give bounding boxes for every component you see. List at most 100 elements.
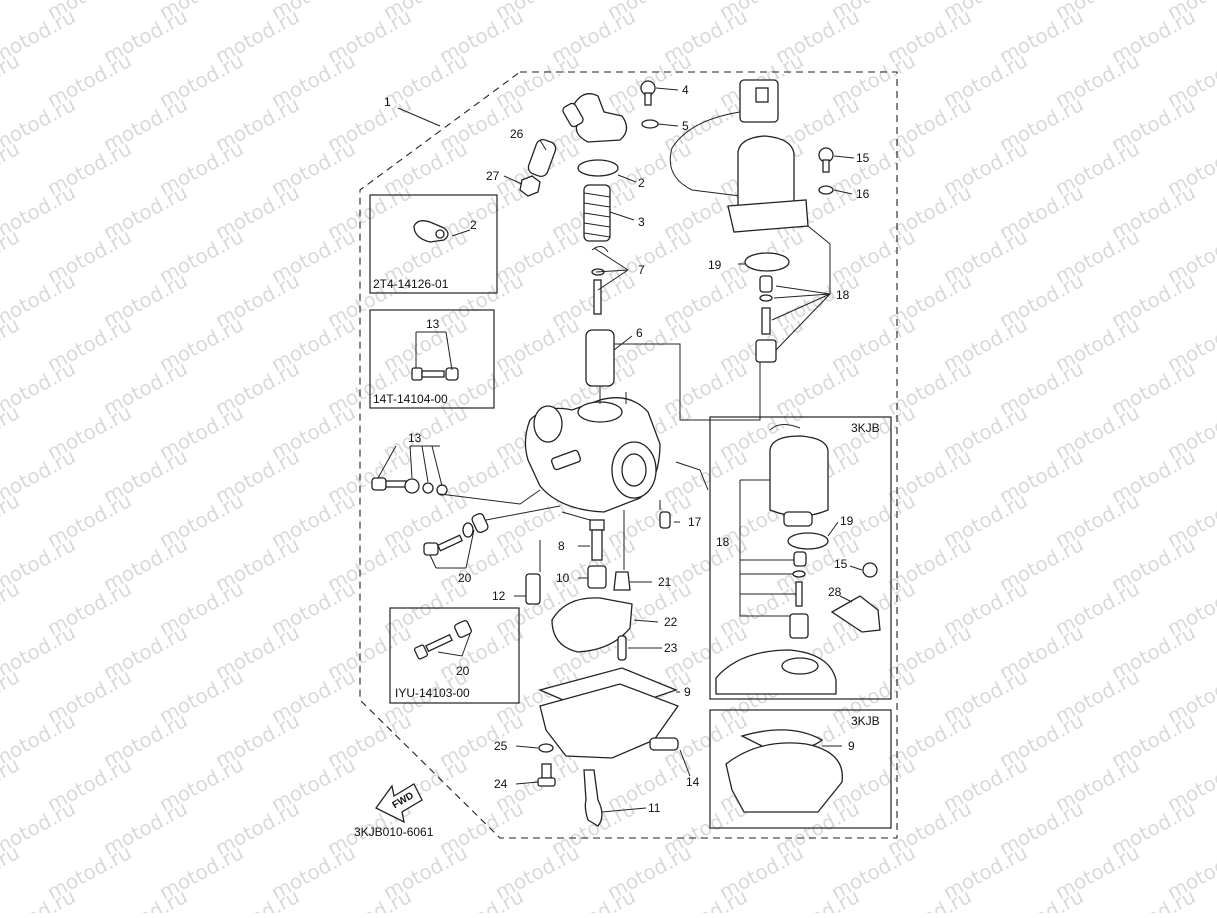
inset-box-starter-3kjb bbox=[709, 416, 892, 700]
inset-caption-pilot-screw: 14T-14104-00 bbox=[373, 392, 448, 406]
pilot-screw-13-part bbox=[371, 477, 448, 496]
pilot-jet-12-part bbox=[525, 573, 541, 605]
inset-caption-starter: 3KJB bbox=[851, 421, 880, 435]
part-label-17: 17 bbox=[688, 515, 702, 529]
watermark-text: motod.ru bbox=[659, 884, 751, 913]
screw-17-part bbox=[659, 511, 671, 529]
watermark-text: motod.ru bbox=[0, 664, 23, 728]
part-label-19: 19 bbox=[708, 258, 722, 272]
watermark-text: motod.ru bbox=[995, 884, 1087, 913]
carburetor-body-part bbox=[524, 397, 661, 513]
part-label-20-inset: 20 bbox=[456, 664, 470, 678]
screw-15-part bbox=[818, 147, 834, 173]
washer-16-part bbox=[818, 185, 834, 195]
watermark-text: motod.ru bbox=[0, 312, 23, 376]
inset-box-pilot-screw bbox=[369, 309, 495, 409]
drawing-code: 3KJB010-6061 bbox=[354, 825, 434, 839]
part-label-3: 3 bbox=[638, 215, 645, 229]
part-label-23: 23 bbox=[664, 641, 678, 655]
plunger-18-part bbox=[755, 275, 777, 363]
fitting-14-part bbox=[649, 737, 679, 751]
throttle-valve-6-part bbox=[585, 329, 615, 387]
part-label-16: 16 bbox=[856, 187, 870, 201]
part-label-5: 5 bbox=[682, 119, 689, 133]
jet-needle-7-part bbox=[591, 246, 609, 315]
starter-plunger-part bbox=[669, 79, 809, 233]
part-label-11: 11 bbox=[648, 801, 661, 815]
part-label-15: 15 bbox=[856, 151, 870, 165]
part-label-20: 20 bbox=[458, 571, 472, 585]
leader-lines bbox=[377, 87, 863, 813]
watermark-text: motod.ru bbox=[435, 884, 527, 913]
watermark-text: motod.ru bbox=[0, 48, 23, 112]
assembly-boundary bbox=[359, 71, 898, 839]
watermark-text: motod.ru bbox=[99, 884, 191, 913]
part-label-2-inset: 2 bbox=[470, 218, 477, 232]
inset-caption-gasket: 2T4-14126-01 bbox=[373, 277, 449, 291]
watermark-text: motod.ru bbox=[0, 224, 23, 288]
idle-screw-20-part bbox=[423, 512, 489, 556]
part-label-24: 24 bbox=[494, 777, 508, 791]
part-label-14: 14 bbox=[686, 775, 700, 789]
watermark-text: motod.ru bbox=[771, 884, 863, 913]
washer-25-part bbox=[538, 743, 554, 753]
watermark-text: motod.ru bbox=[0, 488, 23, 552]
watermark-text: motod.ru bbox=[0, 400, 23, 464]
screw-4-part bbox=[640, 80, 656, 106]
part-label-9-inset: 9 bbox=[848, 739, 855, 753]
watermark-text: motod.ru bbox=[0, 136, 23, 200]
float-bowl-3kjb-part bbox=[725, 729, 843, 813]
part-label-21: 21 bbox=[658, 575, 672, 589]
watermark-text: motod.ru bbox=[0, 576, 23, 640]
watermark-text: motod.ru bbox=[0, 840, 23, 904]
part-label-27: 27 bbox=[486, 169, 500, 183]
part-label-2: 2 bbox=[638, 176, 645, 190]
part-label-9: 9 bbox=[684, 685, 691, 699]
watermark-text: motod.ru bbox=[883, 884, 975, 913]
fwd-arrow-icon: FWD bbox=[375, 783, 423, 824]
part-label-12: 12 bbox=[492, 589, 506, 603]
watermark-text: motod.ru bbox=[547, 884, 639, 913]
nut-27-part bbox=[519, 175, 541, 197]
main-jet-10-part bbox=[587, 565, 607, 589]
top-cover-part bbox=[562, 93, 628, 143]
pipe-26-part bbox=[527, 138, 557, 178]
pilot-screw-part bbox=[411, 367, 459, 381]
float-bowl-part bbox=[539, 683, 680, 759]
inset-box-gasket bbox=[369, 194, 498, 294]
watermark-text: motod.ru bbox=[1107, 884, 1199, 913]
needle-jet-8-part bbox=[589, 519, 605, 561]
part-label-4: 4 bbox=[682, 83, 689, 97]
part-label-1: 1 bbox=[384, 95, 391, 109]
drain-hose-11-part bbox=[583, 769, 603, 827]
washer-5-part bbox=[641, 119, 659, 129]
part-label-18: 18 bbox=[836, 288, 850, 302]
inset-box-float-bowl-3kjb bbox=[709, 709, 892, 829]
part-number-labels: 1 26 27 2 3 7 6 4 5 15 16 19 18 2 13 13 … bbox=[384, 83, 870, 815]
part-label-15-inset: 15 bbox=[834, 557, 848, 571]
needle-valve-21-part bbox=[613, 571, 631, 591]
part-label-26: 26 bbox=[510, 127, 524, 141]
part-label-6: 6 bbox=[636, 326, 643, 340]
part-label-22: 22 bbox=[664, 615, 678, 629]
watermark-text: motod.ru bbox=[323, 884, 415, 913]
o-ring-19-part bbox=[744, 252, 790, 272]
part-label-25: 25 bbox=[494, 739, 508, 753]
o-ring-2-part bbox=[577, 159, 619, 177]
inset-caption-idle-screw: IYU-14103-00 bbox=[395, 686, 470, 700]
part-label-19-inset: 19 bbox=[840, 514, 854, 528]
float-pin-23-part bbox=[617, 635, 627, 661]
inset-caption-float-bowl: 3KJB bbox=[851, 714, 880, 728]
watermark-text: motod.ru bbox=[211, 884, 303, 913]
part-label-13: 13 bbox=[408, 431, 422, 445]
part-label-10: 10 bbox=[556, 571, 570, 585]
part-label-13-inset: 13 bbox=[426, 317, 440, 331]
watermark-text: motod.ru bbox=[0, 0, 23, 24]
gasket-part bbox=[413, 220, 449, 243]
part-label-7: 7 bbox=[638, 263, 645, 277]
inset-box-idle-screw bbox=[389, 607, 520, 704]
starter-3kjb-part bbox=[715, 424, 881, 695]
spring-3-part bbox=[583, 184, 611, 242]
